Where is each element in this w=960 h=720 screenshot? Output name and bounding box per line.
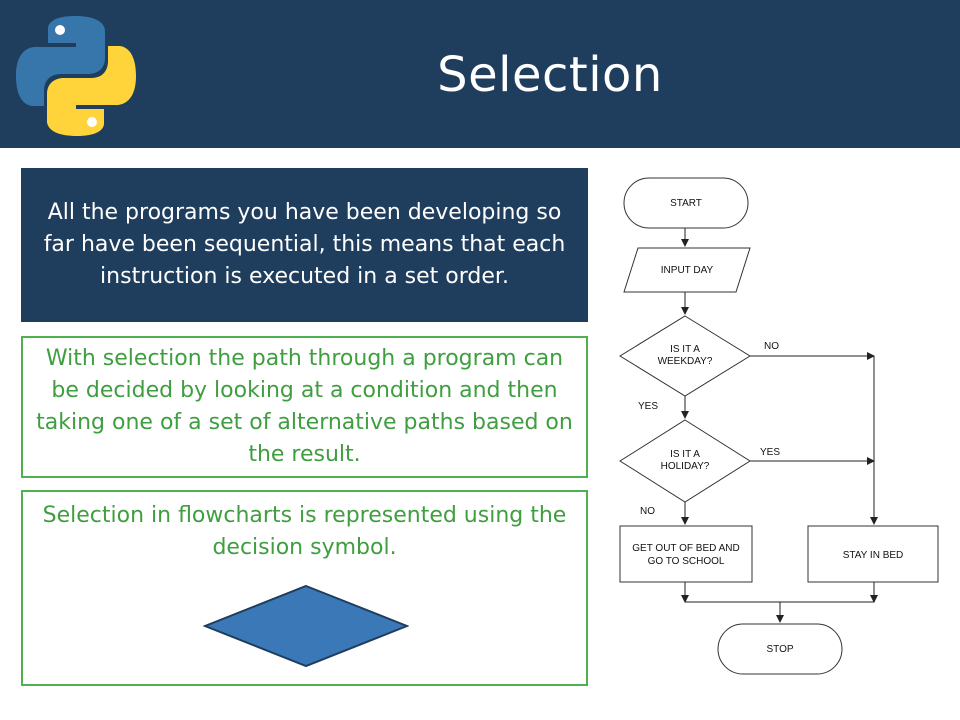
decision1-label-line2: WEEKDAY? [658, 356, 713, 367]
process-left-label-line1: GET OUT OF BED AND [632, 543, 739, 554]
decision1-label-line1: IS IT A [670, 344, 700, 355]
python-logo-icon [16, 16, 136, 136]
decision1-yes-label: YES [638, 401, 658, 412]
input-parallelogram [623, 247, 751, 293]
input-label: INPUT DAY [661, 265, 714, 276]
school-process [619, 525, 753, 583]
selection-flowchart: START INPUT DAY IS IT A WEEKDAY? NO YES … [619, 177, 939, 675]
stop-label: STOP [766, 644, 793, 655]
decision-symbol-text: Selection in flowcharts is represented u… [42, 503, 567, 560]
slide-title: Selection [437, 47, 663, 103]
decision2-no-label: NO [640, 506, 655, 517]
selection-explainer-text: With selection the path through a progra… [36, 346, 573, 467]
intro-text-box: All the programs you have been developin… [21, 168, 588, 322]
process-right-label: STAY IN BED [843, 550, 904, 561]
decision-symbol-box: Selection in flowcharts is represented u… [21, 490, 588, 686]
selection-explainer-box: With selection the path through a progra… [21, 336, 588, 478]
start-terminal [623, 177, 749, 229]
stay-in-bed-process [807, 525, 939, 583]
decision2-label-line2: HOLIDAY? [661, 461, 710, 472]
start-label: START [670, 198, 702, 209]
header-banner: Selection [0, 0, 960, 148]
stop-terminal [717, 623, 843, 675]
decision2-yes-label: YES [760, 447, 780, 458]
decision1-no-label: NO [764, 341, 779, 352]
intro-text: All the programs you have been developin… [43, 200, 566, 289]
decision-symbol-diamond [203, 584, 409, 668]
decision2-label-line1: IS IT A [670, 449, 700, 460]
process-left-label-line2: GO TO SCHOOL [648, 556, 725, 567]
